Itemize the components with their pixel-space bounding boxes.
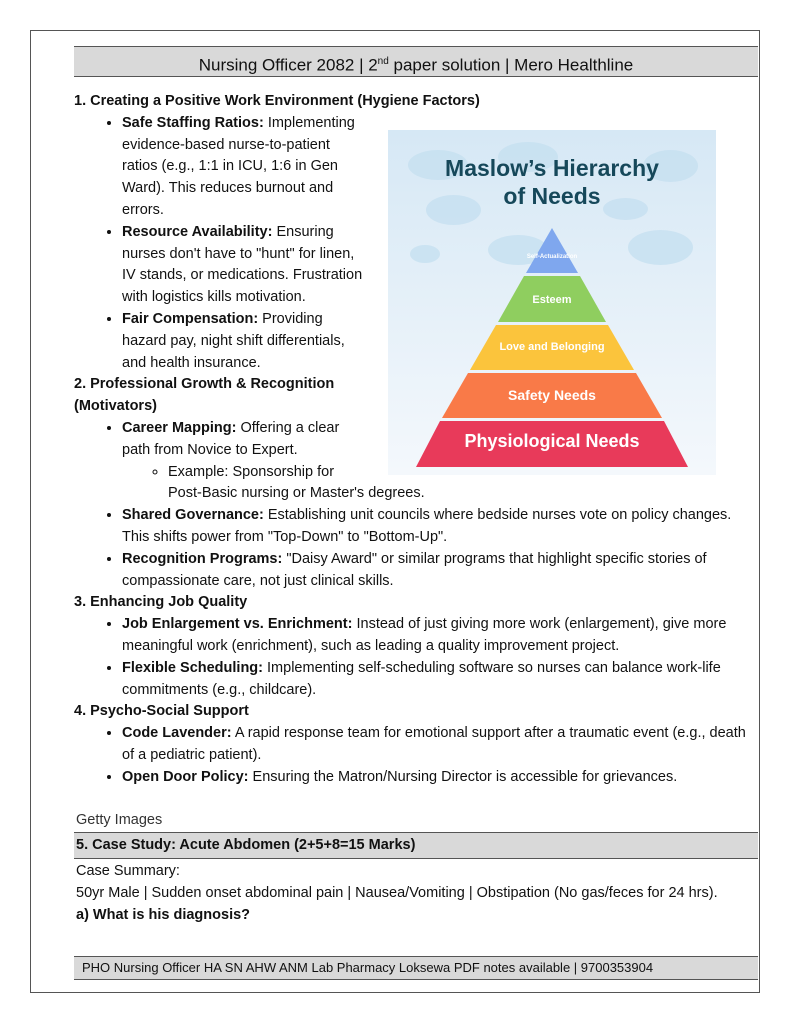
section-heading: 1. Creating a Positive Work Environment …	[74, 93, 480, 109]
tier-physiological	[416, 420, 688, 467]
title-text: Nursing Officer 2082 | 2	[198, 55, 378, 75]
list-item: Flexible Scheduling: Implementing self-s…	[122, 658, 758, 702]
list-item: Fair Compensation: Providing hazard pay,…	[122, 309, 758, 374]
section-heading: 2. Professional Growth & Recognition (Mo…	[74, 376, 335, 415]
image-caption: Getty Images	[76, 812, 163, 828]
tier-self-actualization	[526, 227, 578, 273]
section-heading: 3. Enhancing Job Quality	[74, 594, 248, 611]
tier-label: Self-Actualization	[526, 253, 578, 260]
page-footer: PHO Nursing Officer HA SN AHW ANM Lab Ph…	[74, 956, 758, 980]
tier-label: Physiological Needs	[464, 430, 640, 451]
list-item: Open Door Policy: Ensuring the Matron/Nu…	[122, 767, 758, 789]
list-item: Recognition Programs: "Daisy Award" or s…	[122, 549, 758, 593]
list-item: Resource Availability: Ensuring nurses d…	[122, 222, 758, 309]
title-text-end: paper solution | Mero Healthline	[388, 55, 634, 75]
section-heading: 4. Psycho-Social Support	[74, 703, 249, 720]
case-summary-text: 50yr Male | Sudden onset abdominal pain …	[76, 885, 718, 901]
list-item: Shared Governance: Establishing unit cou…	[122, 505, 758, 549]
case-summary-label: Case Summary:	[76, 863, 180, 879]
tier-label: Esteem	[532, 293, 572, 306]
tier-label: Safety Needs	[508, 386, 596, 403]
sub-list-item: Example: Sponsorship for Post-Basic nurs…	[168, 462, 758, 506]
list-item: Code Lavender: A rapid response team for…	[122, 723, 758, 767]
document-body: 1. Creating a Positive Work Environment …	[74, 91, 758, 789]
page-title: Nursing Officer 2082 | 2nd paper solutio…	[74, 46, 758, 77]
tier-love	[470, 324, 634, 370]
case-study-heading: 5. Case Study: Acute Abdomen (2+5+8=15 M…	[74, 832, 758, 859]
title-sup: nd	[377, 56, 389, 67]
case-summary: Case Summary: 50yr Male | Sudden onset a…	[76, 860, 718, 926]
tier-label: Love and Belonging	[499, 340, 605, 353]
list-item: Job Enlargement vs. Enrichment: Instead …	[122, 614, 758, 658]
list-item: Safe Staffing Ratios: Implementing evide…	[122, 113, 758, 222]
tier-esteem	[498, 275, 606, 322]
tier-safety	[442, 372, 662, 418]
pyramid	[416, 227, 688, 467]
page-border	[30, 30, 760, 993]
case-question: a) What is his diagnosis?	[76, 907, 251, 923]
list-item: Career Mapping: Offering a clear path fr…	[122, 418, 758, 505]
